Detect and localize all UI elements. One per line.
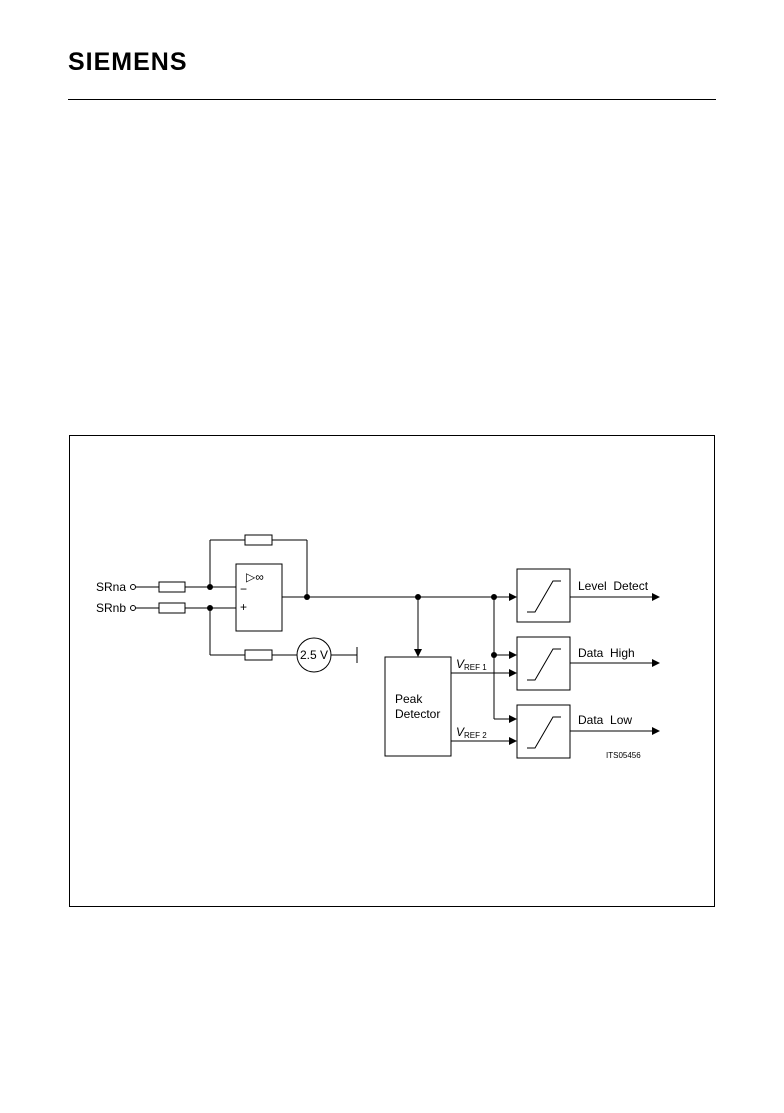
terminal-srna bbox=[130, 584, 136, 590]
peak-detector-label-2: Detector bbox=[395, 707, 440, 721]
voltage-source-label: 2.5 V bbox=[300, 648, 328, 662]
output-label-data-high: Data High bbox=[578, 646, 635, 660]
input-label-srna: SRna bbox=[96, 580, 126, 594]
arrow-icon bbox=[509, 651, 517, 659]
arrow-icon bbox=[652, 727, 660, 735]
figure-id: ITS05456 bbox=[606, 751, 641, 760]
opamp-plus: + bbox=[240, 600, 247, 614]
input-resistor-a bbox=[158, 581, 186, 593]
junction-dot bbox=[491, 652, 497, 658]
junction-dot bbox=[207, 584, 213, 590]
vref2-subscript: REF 2 bbox=[464, 731, 487, 740]
opamp-minus: − bbox=[240, 582, 247, 596]
header-divider bbox=[68, 99, 716, 100]
vref1-subscript: REF 1 bbox=[464, 663, 487, 672]
arrow-icon bbox=[652, 659, 660, 667]
output-label-data-low: Data Low bbox=[578, 713, 632, 727]
input-label-srnb: SRnb bbox=[96, 601, 126, 615]
siemens-logo: SIEMENS bbox=[68, 48, 188, 76]
arrow-icon bbox=[509, 593, 517, 601]
arrow-icon bbox=[652, 593, 660, 601]
opamp-symbol: ▷∞ bbox=[246, 570, 264, 584]
reference-resistor bbox=[244, 649, 273, 661]
input-resistor-b bbox=[158, 602, 186, 614]
arrow-icon bbox=[509, 737, 517, 745]
vref1-label: V bbox=[456, 657, 465, 671]
arrow-icon bbox=[414, 649, 422, 657]
terminal-srnb bbox=[130, 605, 136, 611]
junction-dot bbox=[304, 594, 310, 600]
peak-detector-label-1: Peak bbox=[395, 692, 423, 706]
vref2-label: V bbox=[456, 725, 465, 739]
junction-dot bbox=[207, 605, 213, 611]
comparator-low bbox=[516, 704, 571, 759]
junction-dot bbox=[491, 594, 497, 600]
arrow-icon bbox=[509, 715, 517, 723]
feedback-resistor bbox=[244, 534, 273, 546]
transfer-curve-icon bbox=[527, 716, 561, 749]
arrow-icon bbox=[509, 669, 517, 677]
output-label-level-detect: Level Detect bbox=[578, 579, 649, 593]
diagram-frame bbox=[69, 435, 715, 907]
comparator-high bbox=[516, 636, 571, 691]
junction-dot bbox=[415, 594, 421, 600]
comparator-level bbox=[516, 568, 571, 623]
transfer-curve-icon bbox=[527, 580, 561, 613]
transfer-curve-icon bbox=[527, 648, 561, 681]
